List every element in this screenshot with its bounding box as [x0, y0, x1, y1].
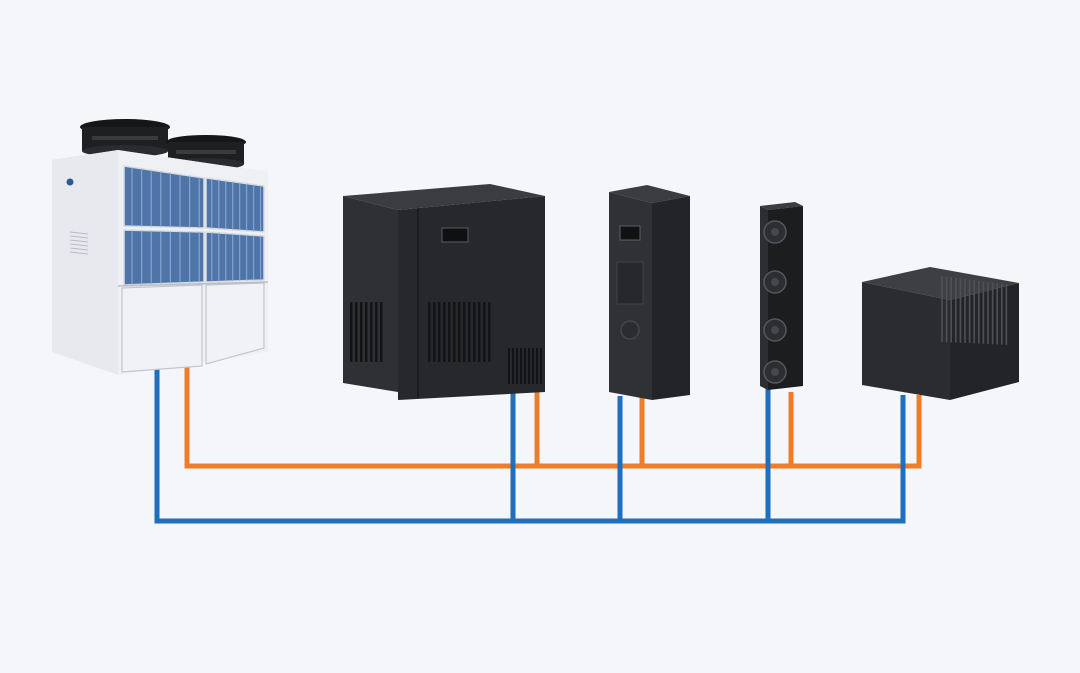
inrow-unit-fan: [620, 320, 640, 340]
chiller-unit-icon: [52, 119, 269, 375]
coil-panel: [123, 165, 205, 229]
floor-unit-vents: [350, 302, 542, 384]
chiller-side-panel: [52, 150, 118, 375]
vent-slot: [380, 302, 383, 362]
fan-hub: [771, 278, 779, 286]
chiller-logo-mark: [66, 178, 74, 186]
vent-slot: [375, 302, 378, 362]
vent-slot: [488, 302, 491, 362]
slim-cabinet-icon: [609, 185, 690, 400]
vent-slot: [360, 302, 363, 362]
floor-unit-display: [441, 227, 469, 243]
vent-slot: [524, 348, 526, 384]
floor-cabinet-icon: [343, 184, 545, 400]
vent-slot: [508, 348, 510, 384]
vent-slot: [443, 302, 446, 362]
inrow-unit-display: [619, 225, 641, 241]
vent-slot: [458, 302, 461, 362]
fan-hub: [771, 326, 779, 334]
fan-hub: [771, 368, 779, 376]
pipe-network: [154, 360, 922, 524]
ceiling-unit-icon: [862, 267, 1019, 400]
fan-hub: [771, 228, 779, 236]
vent-slot: [536, 348, 538, 384]
fan-unit-fans: [763, 220, 787, 384]
return-line: [154, 368, 906, 524]
vent-slot: [532, 348, 534, 384]
vent-slot: [478, 302, 481, 362]
vent-slot: [428, 302, 431, 362]
vent-slot: [365, 302, 368, 362]
vent-slot: [355, 302, 358, 362]
vent-slot: [483, 302, 486, 362]
vent-slot: [473, 302, 476, 362]
vent-slot: [540, 348, 542, 384]
vent-slot: [528, 348, 530, 384]
vent-slot: [350, 302, 353, 362]
vent-slot: [468, 302, 471, 362]
chiller-side-vent: [69, 231, 89, 255]
vent-slot: [520, 348, 522, 384]
vent-slot: [370, 302, 373, 362]
ceiling-unit-grille: [941, 276, 1008, 345]
vent-slot: [438, 302, 441, 362]
vent-slot: [463, 302, 466, 362]
supply-line: [184, 360, 922, 469]
return-main-pipe: [154, 368, 906, 524]
coil-panel: [205, 231, 265, 283]
coil-panel: [205, 177, 265, 233]
fan-column-icon: [760, 202, 803, 390]
vent-slot: [512, 348, 514, 384]
supply-main-pipe: [184, 360, 922, 469]
vent-slot: [448, 302, 451, 362]
chiller-condenser-coils: [123, 165, 265, 286]
coil-panel: [123, 229, 205, 286]
vent-slot: [453, 302, 456, 362]
vent-slot: [516, 348, 518, 384]
vent-slot: [433, 302, 436, 362]
